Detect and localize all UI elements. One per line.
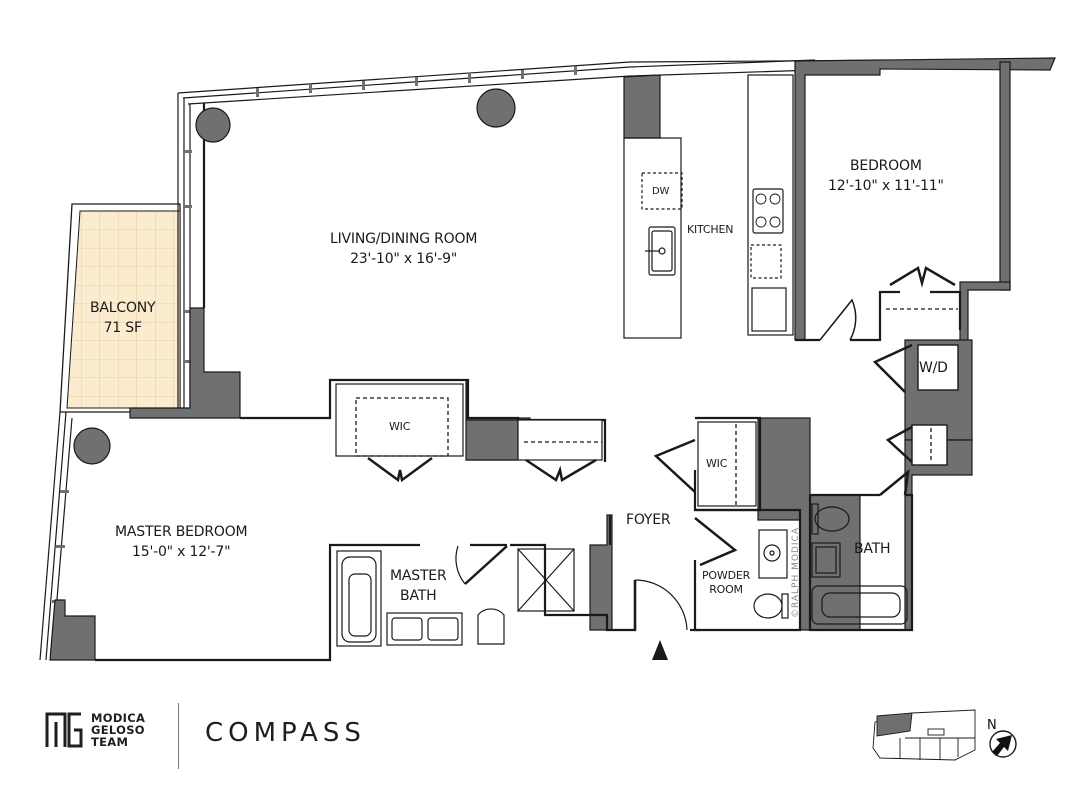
- living-dining-name: LIVING/DINING ROOM: [330, 231, 478, 247]
- bedroom-dims: 12'-10" x 11'-11": [828, 178, 944, 194]
- north-arrow-icon: [989, 730, 1017, 758]
- team-name: MODICA GELOSO TEAM: [91, 712, 145, 748]
- mg-logo-icon: [45, 712, 83, 748]
- bedroom-closet: [819, 266, 958, 341]
- powder-room-line1: POWDER: [702, 569, 751, 582]
- powder-room-label: POWDER ROOM: [702, 569, 750, 597]
- kitchen-label: KITCHEN: [687, 223, 734, 236]
- structural-walls: [49, 57, 1056, 661]
- watermark: ©RALPH MODICA: [791, 527, 801, 618]
- team-line1: MODICA: [91, 711, 146, 725]
- balcony-name: BALCONY: [90, 300, 156, 316]
- wic-foyer: [653, 421, 757, 507]
- bath-fixtures: [811, 469, 910, 625]
- master-bedroom-name: MASTER BEDROOM: [115, 524, 248, 540]
- washer-dryer: [872, 343, 959, 466]
- window-mullions: [52, 66, 577, 603]
- master-bath-fixtures: [336, 545, 575, 647]
- powder-room-fixtures: [694, 517, 789, 619]
- bedroom-name: BEDROOM: [850, 158, 922, 174]
- brand-divider: [178, 703, 179, 769]
- entry-arrow-icon: [652, 640, 668, 660]
- master-bath-line2: BATH: [400, 588, 437, 604]
- key-plan: [872, 709, 976, 761]
- closet-master: [517, 419, 603, 482]
- foyer-label: FOYER: [626, 512, 671, 528]
- kitchen-fixtures: [641, 172, 787, 332]
- wic-master-label: WIC: [389, 420, 411, 433]
- entry-door: [633, 579, 688, 660]
- compass-logo: COMPASS: [205, 718, 366, 748]
- master-bedroom-label: MASTER BEDROOM 15'-0" x 12'-7": [115, 522, 248, 562]
- powder-room-line2: ROOM: [709, 583, 743, 596]
- master-bath-label: MASTER BATH: [390, 566, 447, 606]
- modica-geloso-logo: MODICA GELOSO TEAM: [45, 712, 145, 748]
- structural-columns: [73, 88, 516, 465]
- balcony-area-value: 71 SF: [103, 320, 142, 336]
- master-bedroom-dims: 15'-0" x 12'-7": [132, 544, 231, 560]
- living-dining-dims: 23'-10" x 16'-9": [350, 251, 458, 267]
- wic-master: [335, 383, 464, 483]
- washer-dryer-label: W/D: [919, 360, 948, 376]
- living-dining-label: LIVING/DINING ROOM 23'-10" x 16'-9": [330, 229, 477, 269]
- balcony-label: BALCONY 71 SF: [90, 298, 156, 338]
- bedroom-label: BEDROOM 12'-10" x 11'-11": [828, 156, 944, 196]
- team-line3: TEAM: [91, 735, 129, 749]
- north-label: N: [987, 718, 997, 733]
- bath-label: BATH: [854, 541, 891, 557]
- dishwasher-label: DW: [652, 186, 670, 197]
- master-bath-line1: MASTER: [390, 568, 447, 584]
- wic-foyer-label: WIC: [706, 457, 728, 470]
- team-line2: GELOSO: [91, 723, 145, 737]
